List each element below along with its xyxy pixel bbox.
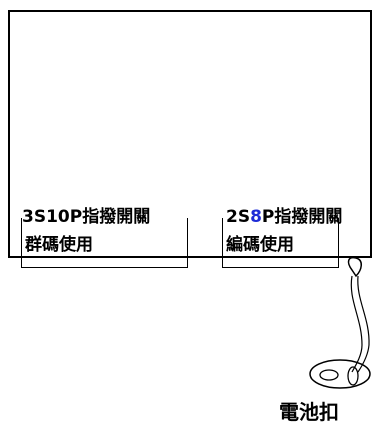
battery-snap-caption: 電池扣 — [279, 400, 339, 424]
battery-snap-outer-ellipse — [309, 359, 371, 389]
battery-snap-inner-ellipse — [319, 369, 339, 381]
right-dip-switch-subtitle: 編碼使用 — [226, 235, 294, 255]
left-dip-switch-box — [21, 218, 188, 268]
right-dip-switch-title-prefix: 2S — [226, 207, 251, 227]
pcb-board-outline — [8, 10, 372, 258]
battery-wire-line-left — [350, 275, 363, 373]
battery-wire-top-loop — [347, 256, 362, 278]
right-dip-switch-box — [222, 218, 339, 268]
left-dip-switch-title: 3S10P指撥開關 — [22, 207, 151, 227]
left-dip-switch-subtitle: 群碼使用 — [25, 235, 93, 255]
right-dip-switch-title-suffix: P指撥開關 — [261, 207, 343, 227]
right-dip-switch-title-accent: 8 — [250, 207, 262, 227]
battery-snap-terminal — [347, 366, 359, 386]
right-dip-switch-title: 2S8P指撥開關 — [226, 208, 342, 226]
